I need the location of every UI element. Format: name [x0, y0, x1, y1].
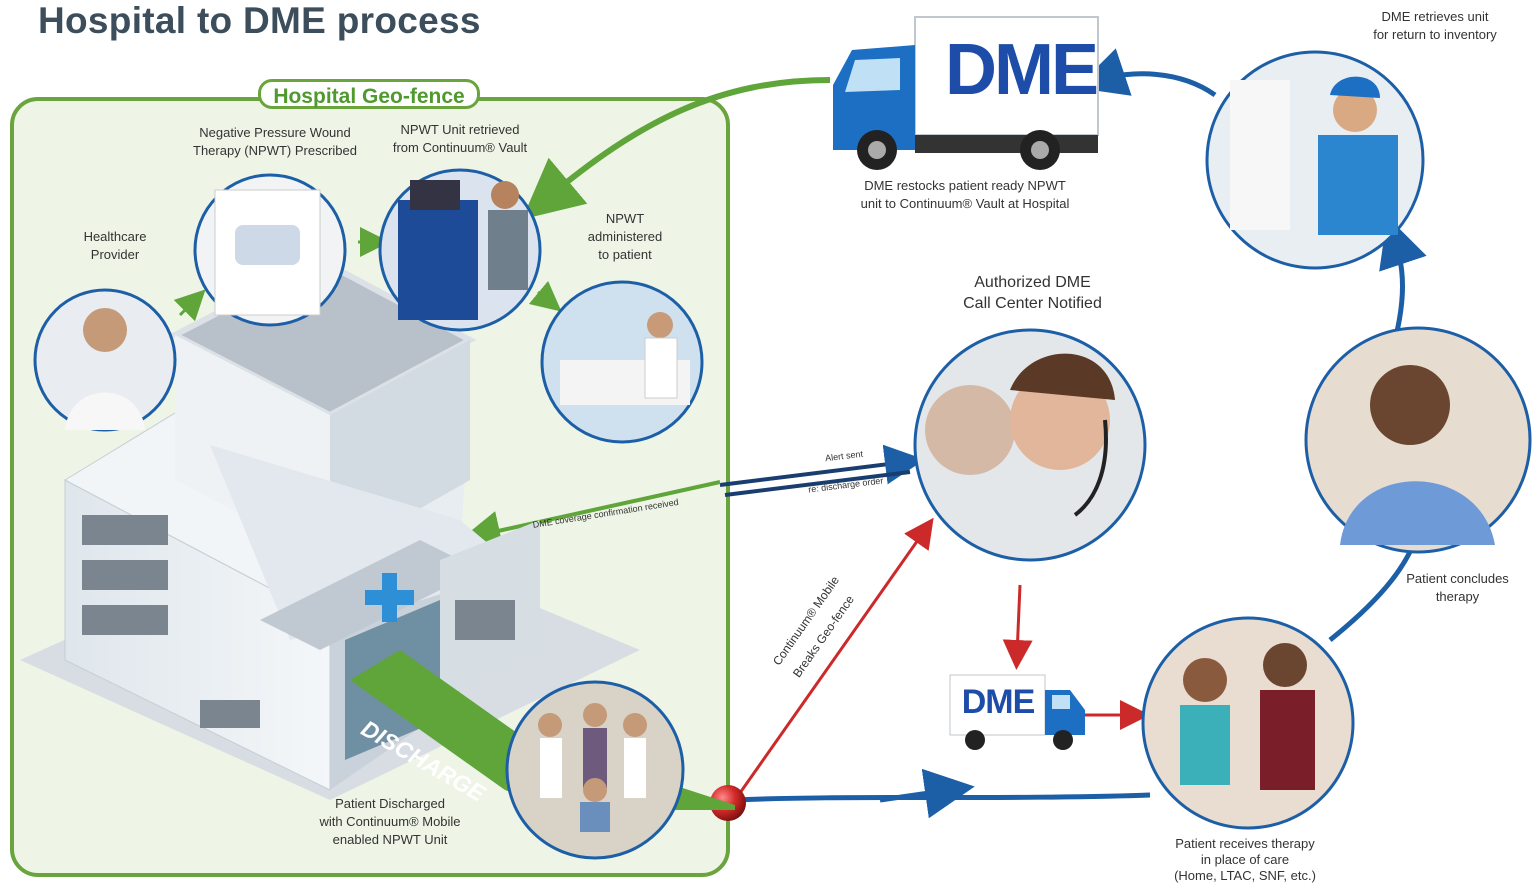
dme-truck-large-label: DME — [945, 30, 1099, 110]
retrieve-flow-line — [1379, 216, 1427, 341]
hospital-building — [20, 256, 640, 800]
dme-truck-small — [949, 674, 1085, 750]
geofence-label: Hospital Geo-fence — [258, 79, 480, 109]
inventory-flow-line — [1076, 48, 1217, 98]
return-flow-line — [732, 792, 1151, 803]
dme-truck-small-label: DME — [961, 683, 1036, 721]
discharge-ribbon — [350, 650, 520, 790]
restock-flow-line — [522, 77, 831, 220]
patient-receives-photo — [1141, 616, 1355, 830]
dme-truck-large — [833, 16, 1099, 170]
page-title: Hospital to DME process — [38, 0, 481, 41]
